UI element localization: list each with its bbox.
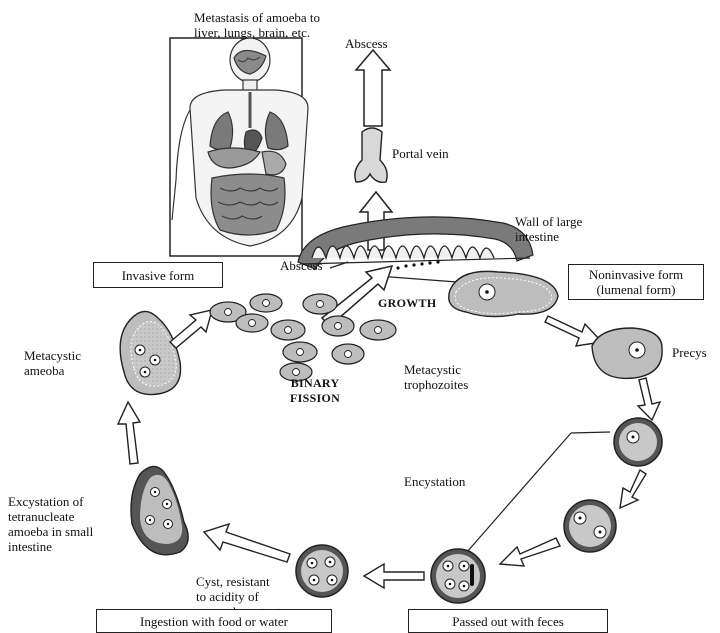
uninucleate-cyst [614, 418, 662, 466]
metacystic-ameoba-cell [120, 311, 180, 394]
arrow-to-uninucleate-cyst [638, 378, 660, 420]
arrow-to-trophozoites [170, 310, 212, 348]
excystation-amoeba [131, 466, 188, 554]
ingestion-box: Ingestion with food or water [96, 609, 332, 633]
arrow-to-quadrinucleate-cyst [500, 538, 560, 566]
arrow-to-binucleate-cyst [620, 470, 646, 508]
portal-vein [355, 128, 387, 182]
binary-fission-label: BINARY FISSION [290, 376, 340, 406]
arrow-to-ingested-cyst [364, 564, 424, 588]
precyst-cell [592, 328, 662, 378]
growth-label: GROWTH [378, 296, 436, 311]
intestine-wall-label: Wall of large intestine [515, 214, 582, 244]
abscess-top-label: Abscess [345, 36, 388, 51]
precyst-label: Precys [672, 345, 707, 360]
metacystic-trophozoites-group [210, 294, 396, 381]
arrow-to-excystation [204, 524, 290, 562]
intestine-wall [298, 217, 533, 270]
binucleate-cyst [564, 500, 616, 552]
metacystic-trophozoites-label: Metacystic trophozoites [404, 362, 468, 392]
excystation-label: Excystation of tetranucleate amoeba in s… [8, 494, 93, 554]
arrow-to-precyst [545, 316, 602, 346]
noninvasive-form-box: Noninvasive form (lumenal form) [568, 264, 704, 300]
encystation-label: Encystation [404, 474, 465, 489]
arrow-to-metacystic-ameoba [118, 402, 140, 464]
ingested-cyst [296, 545, 348, 597]
metacystic-ameoba-label: Metacystic ameoba [24, 348, 81, 378]
quadrinucleate-cyst [431, 549, 485, 603]
abscess-up-arrow [356, 50, 390, 126]
portal-vein-label: Portal vein [392, 146, 449, 161]
encystation-line-top [571, 432, 610, 433]
metastasis-label: Metastasis of amoeba to liver, lungs, br… [194, 10, 354, 40]
abscess-left-label: Abscess [280, 258, 323, 273]
noninvasive-trophozoite [449, 271, 558, 316]
invasive-form-box: Invasive form [93, 262, 223, 288]
passed-out-box: Passed out with feces [408, 609, 608, 633]
